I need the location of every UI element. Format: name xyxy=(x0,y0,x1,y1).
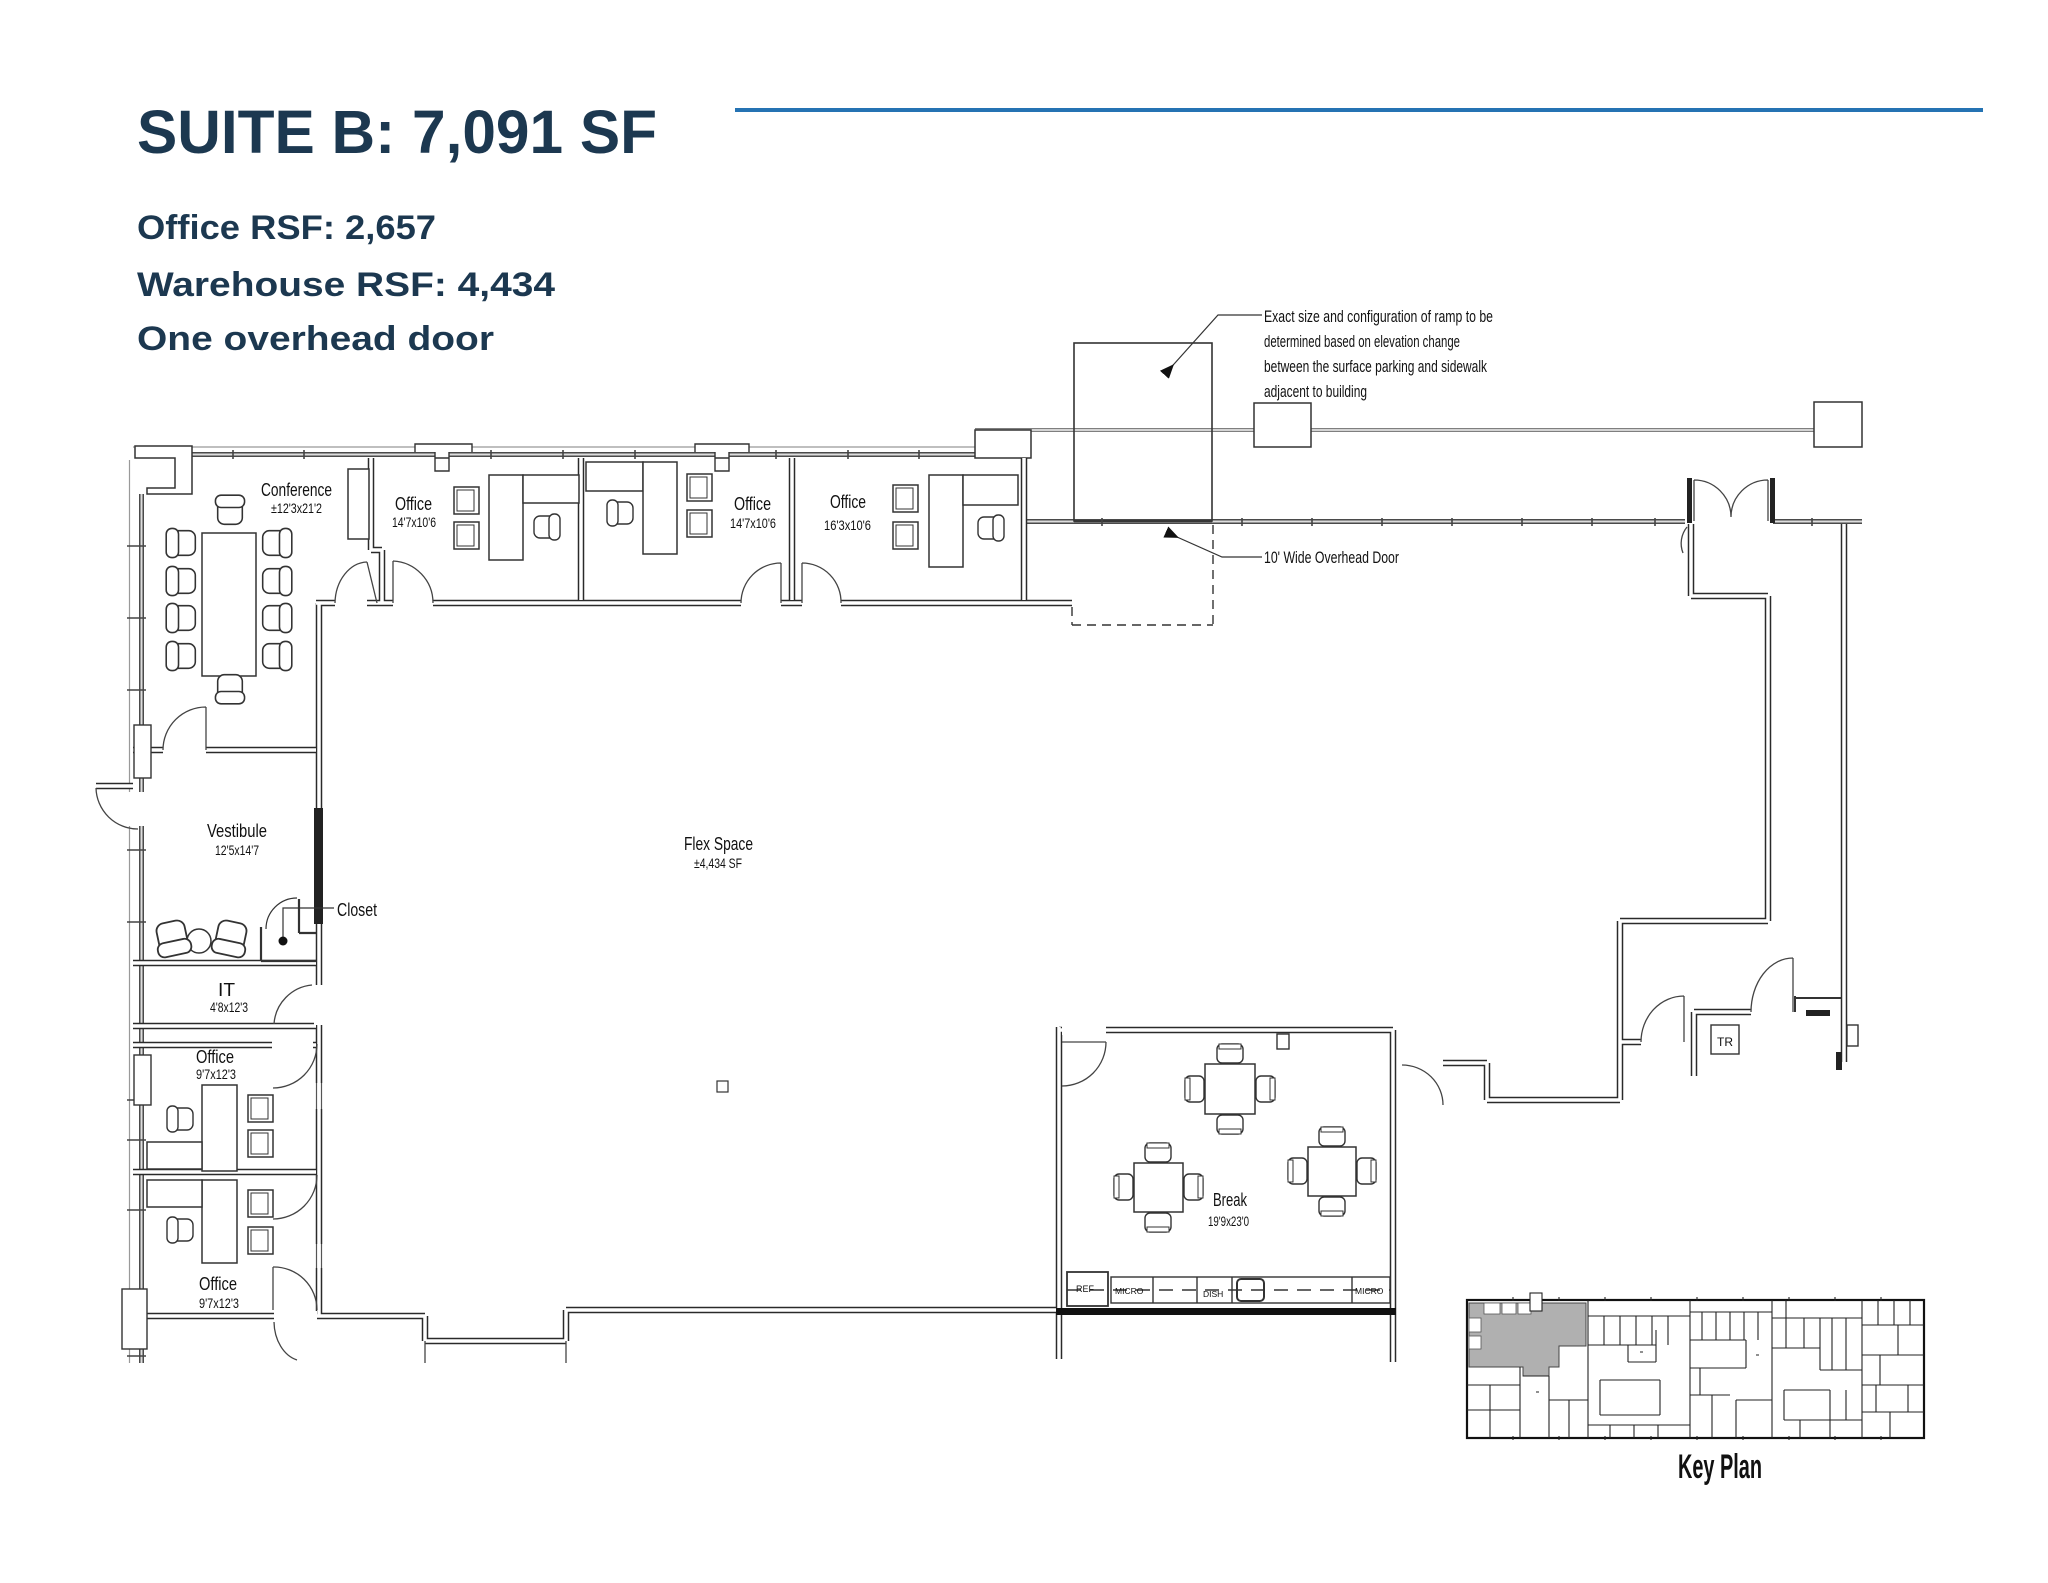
svg-text:4'8x12'3: 4'8x12'3 xyxy=(210,999,248,1015)
svg-text:Break: Break xyxy=(1213,1190,1248,1210)
svg-text:SUITE B: 7,091 SF: SUITE B: 7,091 SF xyxy=(137,98,657,166)
svg-text:Office RSF: 2,657: Office RSF: 2,657 xyxy=(137,209,436,247)
svg-text:Office: Office xyxy=(830,492,866,512)
svg-text:±12'3x21'2: ±12'3x21'2 xyxy=(271,500,322,516)
svg-text:Exact size and configuration o: Exact size and configuration of ramp to … xyxy=(1264,308,1493,326)
svg-text:IT: IT xyxy=(218,980,235,1000)
svg-text:10' Wide Overhead Door: 10' Wide Overhead Door xyxy=(1264,549,1399,567)
svg-text:Warehouse RSF: 4,434: Warehouse RSF: 4,434 xyxy=(137,266,555,304)
svg-text:12'5x14'7: 12'5x14'7 xyxy=(215,842,259,858)
svg-text:9'7x12'3: 9'7x12'3 xyxy=(199,1295,239,1311)
svg-text:Key Plan: Key Plan xyxy=(1678,1448,1762,1486)
svg-text:determined based on elevation: determined based on elevation change xyxy=(1264,333,1460,351)
svg-text:Flex Space: Flex Space xyxy=(684,834,753,854)
svg-text:TR: TR xyxy=(1717,1035,1733,1049)
svg-text:±4,434 SF: ±4,434 SF xyxy=(694,855,742,871)
svg-text:Office: Office xyxy=(734,494,771,514)
svg-text:MICRO: MICRO xyxy=(1115,1286,1144,1296)
svg-text:DISH: DISH xyxy=(1203,1289,1223,1299)
svg-text:16'3x10'6: 16'3x10'6 xyxy=(824,517,871,533)
svg-text:19'9x23'0: 19'9x23'0 xyxy=(1208,1213,1249,1229)
svg-text:14'7x10'6: 14'7x10'6 xyxy=(392,514,436,530)
svg-text:Office: Office xyxy=(395,494,432,514)
svg-text:adjacent to building: adjacent to building xyxy=(1264,383,1367,401)
svg-text:Conference: Conference xyxy=(261,480,332,500)
svg-text:Closet: Closet xyxy=(337,900,377,920)
svg-text:REF: REF xyxy=(1076,1284,1095,1294)
svg-text:Vestibule: Vestibule xyxy=(207,821,267,841)
svg-text:9'7x12'3: 9'7x12'3 xyxy=(196,1066,236,1082)
svg-text:One overhead door: One overhead door xyxy=(137,320,494,358)
svg-text:14'7x10'6: 14'7x10'6 xyxy=(730,515,776,531)
svg-text:Office: Office xyxy=(199,1274,237,1294)
svg-text:MICRO: MICRO xyxy=(1355,1286,1384,1296)
svg-text:Office: Office xyxy=(196,1047,234,1067)
svg-text:between the surface parking an: between the surface parking and sidewalk xyxy=(1264,358,1488,376)
